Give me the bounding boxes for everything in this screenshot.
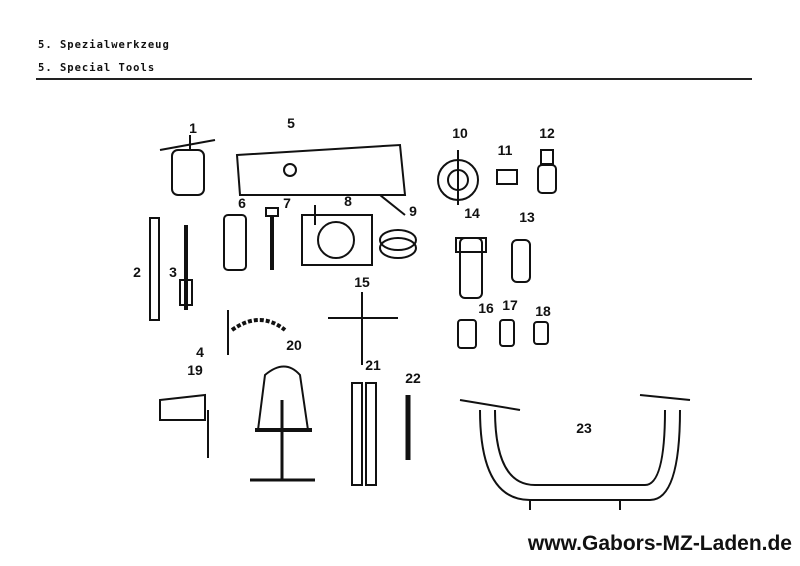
label-9: 9: [409, 203, 417, 219]
tool-13-mandrel: [511, 239, 531, 283]
label-21: 21: [365, 357, 381, 373]
label-1: 1: [189, 120, 197, 136]
tool-5-bracket: [235, 143, 407, 216]
tool-4-chain-wrench: [227, 310, 287, 355]
tool-15-t-wrench: [328, 292, 398, 365]
tool-9-ring: [379, 229, 417, 259]
label-17: 17: [502, 297, 518, 313]
label-7: 7: [283, 195, 291, 211]
label-13: 13: [519, 209, 535, 225]
tool-14-mandrel: [455, 237, 487, 299]
label-15: 15: [354, 274, 370, 290]
tool-16: [457, 319, 477, 349]
label-5: 5: [287, 115, 295, 131]
label-2: 2: [133, 264, 141, 280]
tool-7-bolt: [265, 207, 279, 270]
label-20: 20: [286, 337, 302, 353]
tool-23-stand: [459, 394, 691, 510]
label-14: 14: [464, 205, 480, 221]
tool-3-screw: [179, 225, 193, 310]
tool-10-ring: [437, 150, 479, 205]
tool-17: [499, 319, 515, 347]
tool-18: [533, 321, 549, 345]
header-rule: [36, 78, 752, 80]
label-23: 23: [576, 420, 592, 436]
tool-2-rod: [149, 217, 160, 321]
tool-19-puller: [159, 393, 209, 458]
label-19: 19: [187, 362, 203, 378]
heading-german: 5. Spezialwerkzeug: [38, 39, 170, 51]
tool-12: [537, 149, 557, 194]
label-12: 12: [539, 125, 555, 141]
tool-11: [496, 169, 518, 185]
tool-8-clamp: [301, 205, 373, 266]
tool-1-puller: [159, 135, 216, 196]
label-3: 3: [169, 264, 177, 280]
website-url: www.Gabors-MZ-Laden.de: [527, 532, 792, 555]
tool-21-bars: [351, 382, 377, 486]
label-22: 22: [405, 370, 421, 386]
heading-english: 5. Special Tools: [38, 62, 156, 74]
label-6: 6: [238, 195, 246, 211]
label-11: 11: [497, 142, 513, 158]
label-10: 10: [452, 125, 468, 141]
label-8: 8: [344, 193, 352, 209]
label-16: 16: [478, 300, 494, 316]
tool-6-sleeve: [223, 214, 247, 271]
tool-20-press: [250, 365, 315, 482]
label-18: 18: [535, 303, 551, 319]
label-4: 4: [196, 344, 204, 360]
